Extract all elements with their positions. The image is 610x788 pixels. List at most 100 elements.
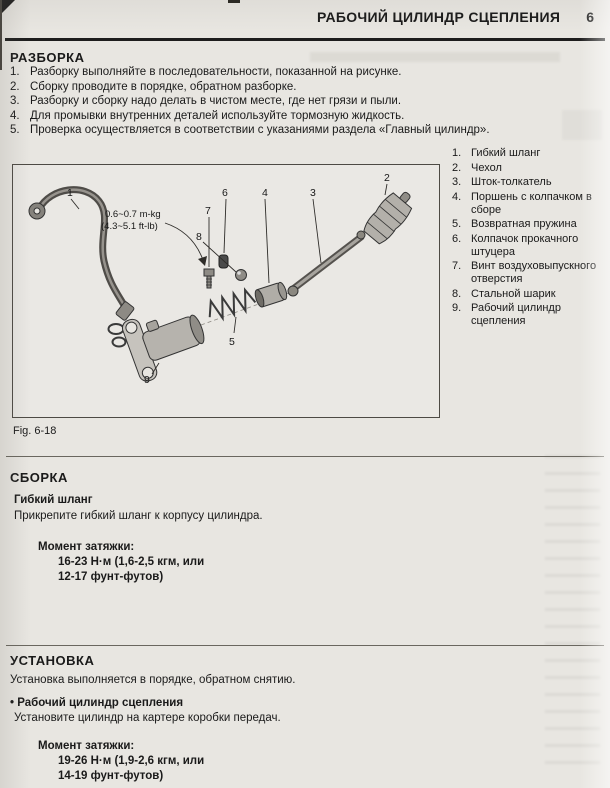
hose-fitting xyxy=(115,301,135,321)
list-item: 5. Проверка осуществляется в соответстви… xyxy=(10,124,490,136)
torque-arrowhead xyxy=(198,256,207,266)
bleedthrough-artifact xyxy=(310,52,560,62)
bleeder-screw xyxy=(203,268,215,289)
part-number: 8. xyxy=(452,287,462,300)
section-disassembly-title: РАЗБОРКА xyxy=(10,50,85,65)
list-item-number: 3. xyxy=(10,95,20,107)
part-number: 9. xyxy=(452,302,462,314)
installation-paragraph2: Установите цилиндр на картере коробки пе… xyxy=(14,712,281,724)
part-name: Шток-толкатель xyxy=(471,176,552,188)
callout-cylinder: 9 xyxy=(144,374,150,386)
list-item-text: Сборку проводите в порядке, обратном раз… xyxy=(30,80,297,93)
parts-list: 1. Гибкий шланг 2. Чехол 3. Шток-толкате… xyxy=(452,147,608,330)
washer xyxy=(107,323,125,335)
bleedthrough-artifact xyxy=(545,455,600,765)
part-number: 5. xyxy=(452,218,462,230)
list-item-text: Разборку и сборку надо делать в чистом м… xyxy=(30,95,402,107)
scan-edge-artifact xyxy=(0,0,2,70)
list-item: 3. Разборку и сборку надо делать в чисто… xyxy=(10,95,490,107)
list-item: 1. Разборку выполняйте в последовательно… xyxy=(10,66,490,78)
list-item: 4. Для промывки внутренних деталей испол… xyxy=(10,110,490,122)
bleedthrough-artifact xyxy=(562,110,602,140)
exploded-view-figure: 0.6~0.7 m-kg (4.3~5.1 ft-lb) 1 2 3 4 5 6… xyxy=(12,164,440,418)
part-name: Возвратная пружина xyxy=(471,218,577,230)
callout-piston: 4 xyxy=(262,187,268,199)
scan-corner-artifact xyxy=(0,0,15,15)
installation-bullet-heading: • Рабочий цилиндр сцепления xyxy=(10,697,184,709)
leader-1 xyxy=(70,198,80,210)
list-item-number: 5. xyxy=(10,124,20,136)
torque-arrow xyxy=(164,222,204,261)
callout-rod: 3 xyxy=(310,187,316,199)
part-number: 6. xyxy=(452,232,462,245)
assembly-subheading: Гибкий шланг xyxy=(14,494,93,506)
bleeder-cap xyxy=(218,254,229,269)
slave-cylinder-diagram: 0.6~0.7 m-kg (4.3~5.1 ft-lb) 1 2 3 4 5 6… xyxy=(28,172,413,386)
header-rule xyxy=(5,38,605,41)
list-item-text: Проверка осуществляется в соответствии с… xyxy=(30,124,490,136)
push-rod xyxy=(287,230,366,297)
assembly-torque-heading: Момент затяжки: xyxy=(38,541,135,553)
leader-3 xyxy=(312,198,322,264)
section-assembly-title: СБОРКА xyxy=(10,470,68,485)
parts-list-item: 6. Колпачок прокачного штуцера xyxy=(452,233,608,259)
parts-list-item: 5. Возвратная пружина xyxy=(452,218,608,231)
parts-list-item: 4. Поршень с колпачком в сборе xyxy=(452,191,608,217)
parts-list-item: 7. Винт воздуховыпускного отверстия xyxy=(452,260,608,286)
leader-8 xyxy=(202,241,237,273)
part-name: Рабочий цилиндр сцепления xyxy=(471,302,561,327)
page-number: 6 xyxy=(586,9,594,25)
section-divider xyxy=(6,456,604,457)
assembly-torque-value: 16-23 Н·м (1,6-2,5 кгм, или xyxy=(58,556,205,568)
parts-list-item: 2. Чехол xyxy=(452,162,608,175)
flexible-hose xyxy=(28,186,135,321)
steel-ball-highlight xyxy=(237,271,241,275)
parts-list-item: 3. Шток-толкатель xyxy=(452,176,608,189)
parts-list-item: 1. Гибкий шланг xyxy=(452,147,608,160)
parts-list-item: 8. Стальной шарик xyxy=(452,288,608,301)
callout-screw: 7 xyxy=(205,205,211,217)
torque-annotation-line2: (4.3~5.1 ft-lb) xyxy=(101,221,158,232)
leader-6 xyxy=(223,198,227,254)
installation-torque-value: 14-19 фунт-футов) xyxy=(58,770,164,782)
callout-spring: 5 xyxy=(229,336,235,348)
cylinder-body xyxy=(121,314,205,382)
list-item-number: 4. xyxy=(10,109,20,122)
list-item-number: 1. xyxy=(10,66,20,78)
callout-ball: 8 xyxy=(196,231,202,243)
assembly-paragraph: Прикрепите гибкий шланг к корпусу цилинд… xyxy=(14,510,263,522)
boot xyxy=(363,191,413,245)
header-title: РАБОЧИЙ ЦИЛИНДР СЦЕПЛЕНИЯ xyxy=(317,9,561,25)
list-item-number: 2. xyxy=(10,80,20,93)
part-name: Колпачок прокачного штуцера xyxy=(471,232,579,258)
part-number: 1. xyxy=(452,147,462,159)
scan-artifact xyxy=(228,0,240,3)
installation-torque-heading: Момент затяжки: xyxy=(38,740,135,752)
leader-5 xyxy=(233,316,237,334)
leader-2 xyxy=(384,183,388,196)
part-name: Чехол xyxy=(471,161,502,174)
callout-cap: 6 xyxy=(222,187,228,199)
page-header: РАБОЧИЙ ЦИЛИНДР СЦЕПЛЕНИЯ 6 xyxy=(0,9,594,25)
list-item-text: Разборку выполняйте в последовательности… xyxy=(30,66,402,78)
parts-list-item: 9. Рабочий цилиндр сцепления xyxy=(452,302,608,328)
callout-hose: 1 xyxy=(67,187,73,199)
figure-caption: Fig. 6-18 xyxy=(13,425,57,437)
leader-9 xyxy=(151,362,160,375)
assembly-torque-value: 12-17 фунт-футов) xyxy=(58,571,164,583)
part-name: Гибкий шланг xyxy=(471,147,541,159)
section-installation-title: УСТАНОВКА xyxy=(10,653,95,668)
installation-torque-value: 19-26 Н·м (1,9-2,6 кгм, или xyxy=(58,755,205,767)
part-number: 3. xyxy=(452,176,462,188)
part-number: 7. xyxy=(452,260,462,272)
callout-boot: 2 xyxy=(384,172,390,184)
installation-paragraph: Установка выполняется в порядке, обратно… xyxy=(10,674,296,686)
steel-ball xyxy=(235,269,247,281)
leader-4 xyxy=(264,198,270,284)
list-item: 2. Сборку проводите в порядке, обратном … xyxy=(10,81,490,93)
part-number: 4. xyxy=(452,190,462,203)
part-name: Винт воздуховыпускного отверстия xyxy=(471,260,597,285)
list-item-text: Для промывки внутренних деталей использу… xyxy=(30,109,405,122)
torque-annotation-line1: 0.6~0.7 m-kg xyxy=(105,209,161,220)
